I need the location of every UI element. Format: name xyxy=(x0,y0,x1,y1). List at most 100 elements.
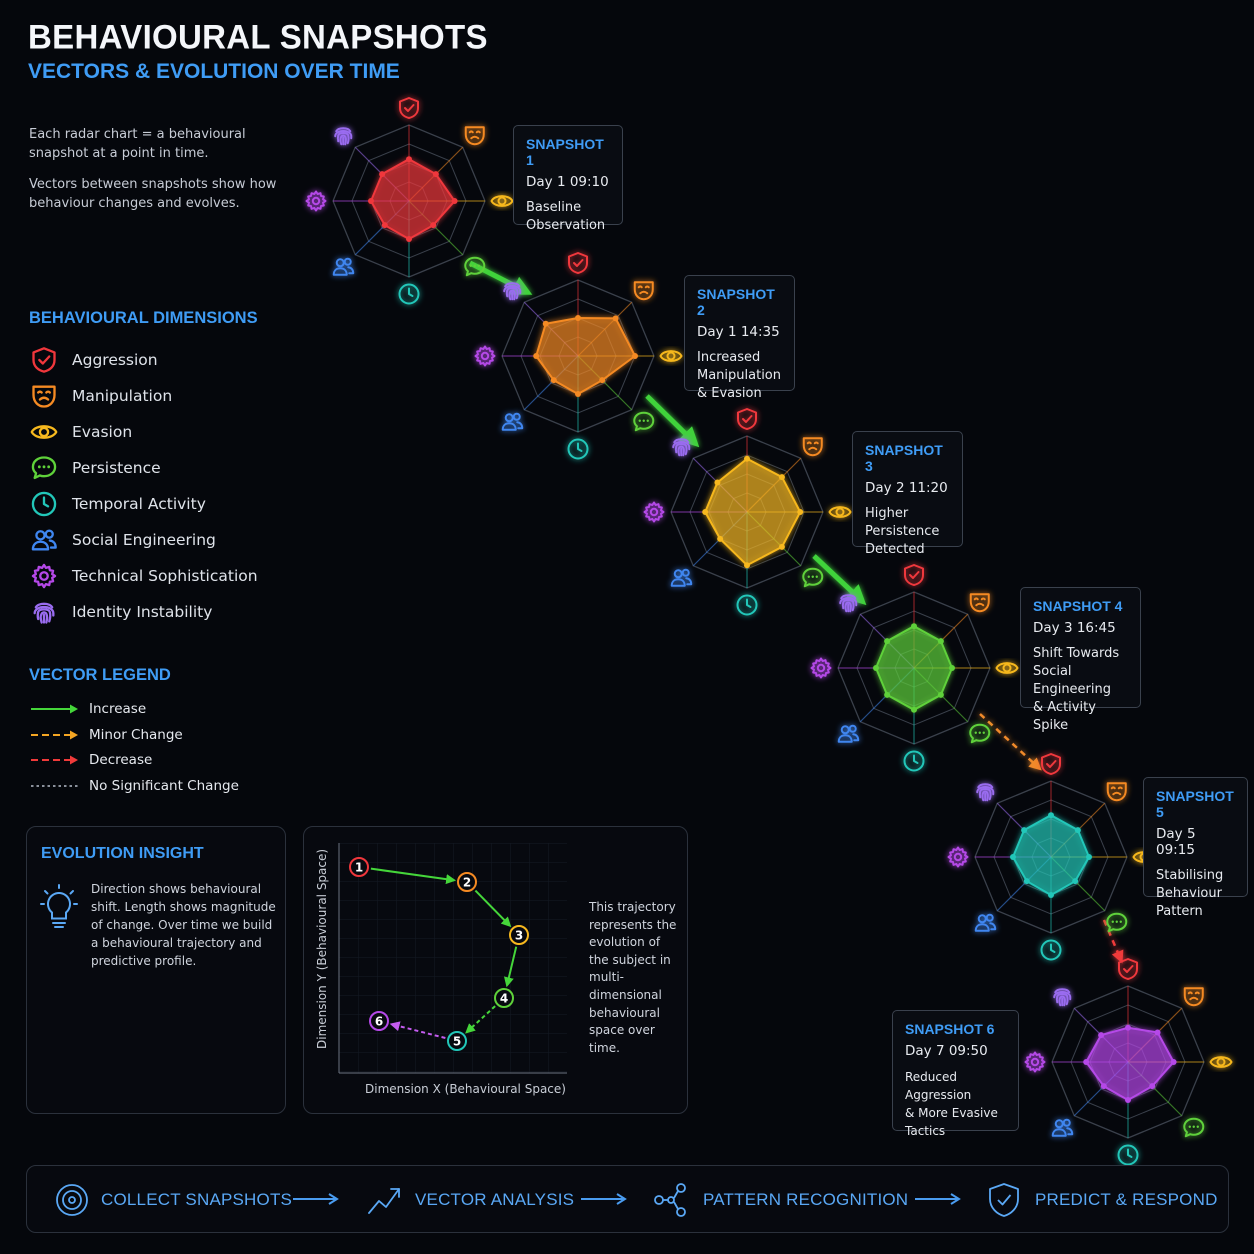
intro-text-2: Vectors between snapshots show how behav… xyxy=(29,177,277,211)
dimension-label: Technical Sophistication xyxy=(72,567,258,585)
radar-data-point xyxy=(1125,1024,1131,1031)
users-icon xyxy=(1051,1118,1074,1137)
snapshot-card-1: SNAPSHOT 1 Day 1 09:10 Baseline Observat… xyxy=(513,125,623,233)
fingerprint-icon xyxy=(334,127,353,146)
fingerprint-icon xyxy=(30,598,58,626)
dimension-legend-item: Social Engineering xyxy=(30,525,216,555)
users-icon xyxy=(974,913,997,932)
radar-data-point xyxy=(430,222,437,229)
snapshot-description: Increased Manipulation & Evasion xyxy=(697,350,782,401)
insight-text: Direction shows behavioural shift. Lengt… xyxy=(91,882,276,968)
vector-legend-item: Decrease xyxy=(30,749,152,771)
fingerprint-icon xyxy=(672,438,691,457)
trajectory-node-label: 4 xyxy=(500,992,508,1006)
snapshot-description: Shift Towards Social Engineering & Activ… xyxy=(1033,646,1120,733)
snapshot-vector-arrow xyxy=(812,554,867,606)
vector-legend-label: Minor Change xyxy=(89,726,183,743)
snapshot-time: Day 5 09:15 xyxy=(1156,826,1196,858)
vector-style-swatch xyxy=(31,730,78,740)
lightbulb-icon xyxy=(40,884,78,928)
shield-check-icon xyxy=(568,252,588,274)
dimension-label: Identity Instability xyxy=(72,603,213,621)
clock-icon xyxy=(567,438,589,460)
radar-data-point xyxy=(873,665,879,671)
gear-icon xyxy=(474,345,496,367)
x-axis-label: Dimension X (Behavioural Space) xyxy=(365,1082,566,1096)
trajectory-edge xyxy=(370,867,457,885)
trajectory-node: 3 xyxy=(509,925,529,945)
chat-bubble-icon xyxy=(30,454,58,482)
insight-title: EVOLUTION INSIGHT xyxy=(41,845,204,862)
shield-check-icon xyxy=(989,1183,1019,1217)
clock-icon xyxy=(903,750,925,772)
pipeline-arrow xyxy=(915,1193,961,1205)
users-icon xyxy=(332,257,355,276)
radar-chart-snapshot-1 xyxy=(305,97,514,305)
shield-check-icon xyxy=(1041,753,1061,775)
trend-icon xyxy=(368,1188,400,1214)
vector-legend-item: Minor Change xyxy=(30,724,183,746)
radar-data-point xyxy=(1083,1059,1090,1065)
radar-data-point xyxy=(884,691,891,698)
trajectory-node: 6 xyxy=(369,1011,389,1031)
pipeline-label: COLLECT SNAPSHOTS xyxy=(101,1190,293,1209)
dimension-label: Temporal Activity xyxy=(72,495,206,513)
dimension-label: Manipulation xyxy=(72,387,173,405)
shield-check-icon xyxy=(737,408,757,430)
radar-data-point xyxy=(884,638,891,645)
dimension-label: Persistence xyxy=(72,459,161,477)
snapshot-vector-arrow xyxy=(1102,919,1124,964)
mask-icon xyxy=(1183,987,1204,1007)
snapshot-title: SNAPSHOT 6 xyxy=(905,1021,995,1037)
trajectory-node-label: 6 xyxy=(375,1015,383,1029)
radar-data-point xyxy=(451,198,458,204)
eye-icon xyxy=(995,662,1019,674)
radar-data-point xyxy=(744,562,750,569)
radar-chart-snapshot-5 xyxy=(947,753,1156,961)
pipeline-label: PATTERN RECOGNITION xyxy=(703,1190,909,1209)
radar-data-point xyxy=(379,171,386,178)
vector-legend-item: Increase xyxy=(30,698,146,720)
pipeline-bar: COLLECT SNAPSHOTS VECTOR ANALYSIS PATTER… xyxy=(26,1165,1229,1233)
snapshot-description: Baseline Observation xyxy=(526,200,606,233)
gear-icon xyxy=(643,501,665,523)
radar-data-point xyxy=(406,236,412,242)
radar-data-point xyxy=(702,509,709,515)
radar-data-point xyxy=(1023,878,1030,885)
vector-style-swatch xyxy=(31,755,78,765)
dimension-legend-item: Evasion xyxy=(30,417,132,447)
pipeline-step-predict: PREDICT & RESPOND xyxy=(987,1182,1218,1218)
radar-data-point xyxy=(550,377,557,384)
radar-data-point xyxy=(542,320,549,327)
vector-legend-label: Decrease xyxy=(89,752,153,769)
radar-data-point xyxy=(949,665,955,671)
users-icon xyxy=(30,526,58,554)
chat-bubble-icon xyxy=(1183,1117,1205,1138)
radar-data-point xyxy=(778,543,785,550)
mask-icon xyxy=(30,382,58,410)
clock-icon xyxy=(398,283,420,305)
clock-icon xyxy=(30,490,58,518)
trajectory-node: 4 xyxy=(494,988,514,1008)
clock-icon xyxy=(1117,1144,1139,1166)
radar-data-point xyxy=(778,474,785,481)
shield-check-icon xyxy=(30,346,58,374)
trajectory-node-label: 5 xyxy=(453,1035,461,1049)
radar-data-point xyxy=(612,315,619,322)
trajectory-edge xyxy=(503,946,518,988)
radar-data-polygon xyxy=(1085,1026,1175,1102)
eye-icon xyxy=(828,506,852,518)
fingerprint-icon xyxy=(503,282,522,301)
radar-chart-snapshot-3 xyxy=(643,408,852,616)
users-icon xyxy=(670,568,693,587)
radar-data-point xyxy=(744,455,750,462)
shield-check-icon xyxy=(399,97,419,119)
trajectory-note: This trajectory represents the evolution… xyxy=(589,900,677,1055)
eye-icon xyxy=(659,350,683,362)
trajectory-node-label: 3 xyxy=(515,929,523,943)
snapshot-card-2: SNAPSHOT 2 Day 1 14:35 Increased Manipul… xyxy=(684,275,795,401)
radar-data-point xyxy=(1048,892,1054,898)
chat-bubble-icon xyxy=(969,723,991,744)
radar-data-point xyxy=(533,353,540,359)
gear-icon xyxy=(810,657,832,679)
